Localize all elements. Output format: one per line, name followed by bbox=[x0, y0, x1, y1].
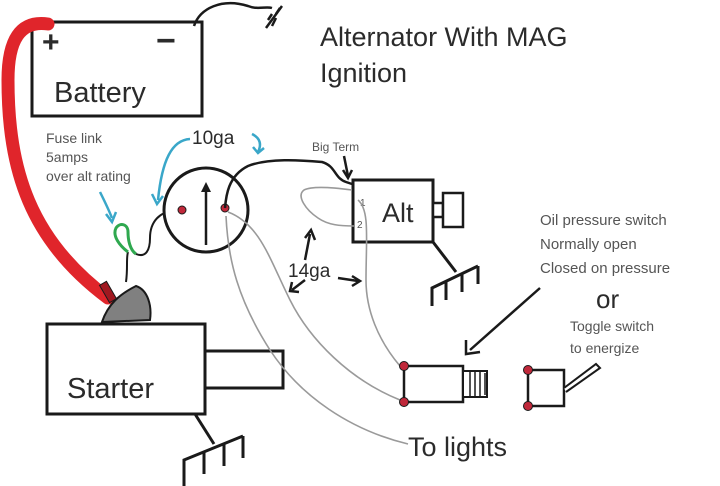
ammeter-needle-tip bbox=[201, 182, 211, 192]
starter-shaft bbox=[203, 349, 285, 390]
oil-switch-thread-lines bbox=[469, 372, 486, 396]
10ga-callout-arrowhead-left bbox=[150, 193, 164, 207]
battery-ground-icon bbox=[264, 5, 284, 29]
oil-switch-label-3: Closed on pressure bbox=[540, 260, 670, 277]
fuse-callout-arrow bbox=[98, 191, 114, 219]
solenoid-terminal-cap bbox=[100, 284, 152, 324]
solenoid-wire bbox=[125, 251, 129, 283]
alternator-terminal-2: 2 bbox=[357, 220, 363, 231]
14ga-arrows bbox=[288, 227, 363, 294]
fuse-callout-arrowhead bbox=[105, 211, 118, 225]
toggle-switch bbox=[523, 362, 602, 411]
alternator-terminal-1: 1 bbox=[360, 198, 366, 209]
14ga-arrow-right bbox=[337, 276, 359, 283]
fuse-link-label-3: over alt rating bbox=[46, 168, 131, 184]
14ga-wire-to-switch-top bbox=[357, 199, 401, 367]
10ga-callout-arrow-left bbox=[156, 137, 191, 201]
or-label: or bbox=[596, 284, 619, 314]
10ga-callout-arrowhead-right bbox=[252, 146, 265, 155]
ammeter-terminal-left bbox=[177, 205, 187, 215]
oil-switch-callout-arrow bbox=[469, 287, 541, 351]
toggle-switch-label-2: to energize bbox=[570, 340, 639, 356]
toggle-switch-lever bbox=[563, 362, 602, 393]
battery-positive-symbol: + bbox=[42, 26, 60, 59]
alternator-ground-icon bbox=[430, 241, 480, 306]
toggle-switch-terminal-top bbox=[523, 365, 533, 375]
battery: + − Battery bbox=[30, 20, 204, 118]
cable-lug bbox=[98, 280, 118, 304]
title-line-1: Alternator With MAG bbox=[320, 22, 568, 52]
wire-to-lights bbox=[225, 215, 409, 445]
battery-label: Battery bbox=[54, 77, 146, 109]
wire-10ga-label: 10ga bbox=[192, 128, 235, 149]
alternator-label: Alt bbox=[382, 198, 414, 228]
14ga-arrowhead-right bbox=[351, 274, 363, 288]
big-term-label: Big Term bbox=[312, 140, 359, 154]
14ga-arrow-up bbox=[303, 233, 312, 261]
fuse-link-label-1: Fuse link bbox=[46, 130, 103, 146]
field-loop-wire bbox=[300, 186, 355, 227]
oil-switch-label-1: Oil pressure switch bbox=[540, 212, 667, 229]
oil-pressure-switch bbox=[399, 361, 488, 407]
battery-ground-wire bbox=[192, 1, 273, 27]
big-term-arrowhead bbox=[341, 169, 354, 181]
14ga-arrowhead-left bbox=[288, 281, 300, 294]
oil-switch-callout-arrowhead bbox=[464, 340, 481, 356]
oil-switch-terminal-bottom bbox=[399, 397, 409, 407]
starter-ground-icon bbox=[182, 413, 245, 486]
toggle-switch-label-1: Toggle switch bbox=[570, 318, 654, 334]
14ga-wire-to-switch-bottom bbox=[227, 211, 401, 401]
oil-switch-terminal-top bbox=[399, 361, 409, 371]
starter: Starter bbox=[45, 322, 285, 416]
wire-14ga-label: 14ga bbox=[288, 261, 331, 282]
battery-box bbox=[30, 20, 204, 118]
toggle-switch-terminal-bottom bbox=[523, 401, 533, 411]
alternator-pulley bbox=[441, 191, 465, 229]
alternator-shaft bbox=[431, 201, 445, 219]
oil-switch-label-2: Normally open bbox=[540, 236, 637, 253]
toggle-switch-body bbox=[526, 368, 566, 408]
ammeter bbox=[162, 166, 250, 254]
14ga-arrow-left bbox=[291, 279, 306, 291]
oil-switch-body bbox=[402, 364, 465, 404]
14ga-arrowhead-up bbox=[304, 227, 317, 241]
fuse-link bbox=[113, 223, 137, 256]
battery-negative-symbol: − bbox=[156, 22, 176, 60]
big-term-arrow bbox=[342, 155, 350, 177]
10ga-callout-arrow-right bbox=[251, 132, 262, 153]
battery-cable bbox=[1, 17, 115, 305]
main-10ga-wire bbox=[223, 158, 353, 209]
fuse-link-label-2: 5amps bbox=[46, 149, 88, 165]
starter-label: Starter bbox=[67, 373, 154, 405]
title-line-2: Ignition bbox=[320, 58, 407, 88]
to-lights-label: To lights bbox=[408, 432, 507, 462]
alternator: Alt 1 2 bbox=[351, 178, 465, 244]
